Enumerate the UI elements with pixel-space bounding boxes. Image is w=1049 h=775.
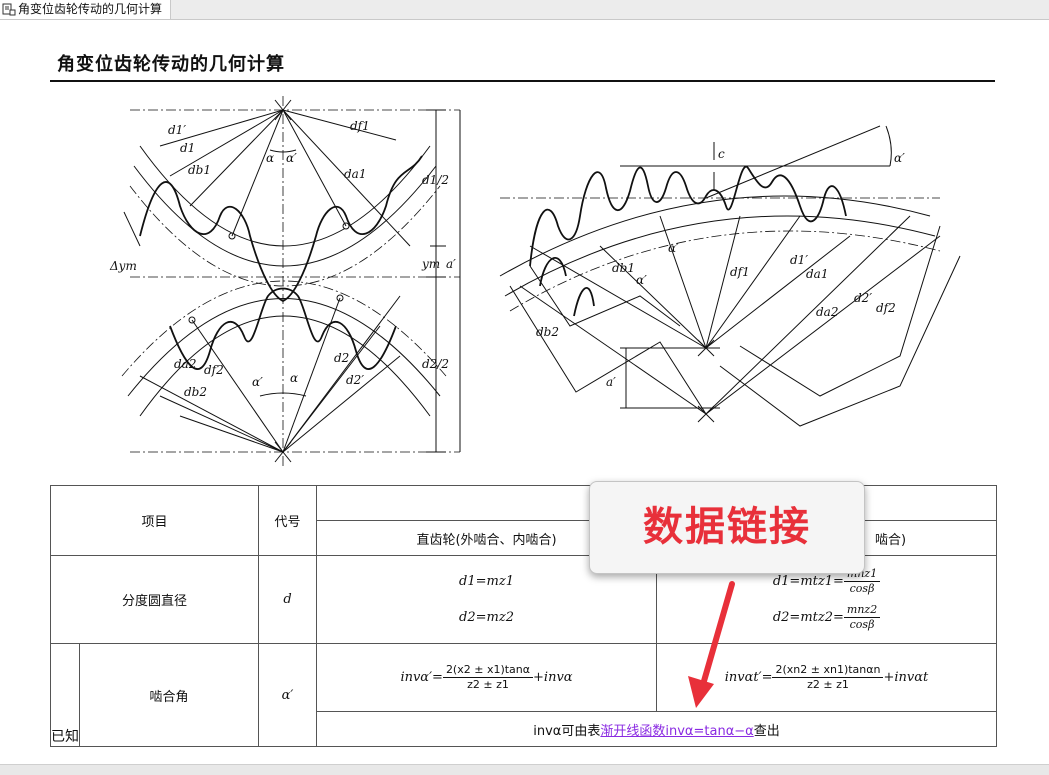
label-r-da2: da2 (816, 305, 838, 319)
denominator: z2 ± z1 (467, 677, 509, 691)
label-alpha-top: α (266, 151, 274, 165)
formula-helical-d2-lhs: d2=mtz2= (772, 609, 844, 625)
numerator: 2(x2 ± x1)tanα (442, 663, 534, 678)
label-db1: db1 (188, 163, 211, 177)
row-group-known: 已知 (50, 643, 80, 747)
label-r-db2: db2 (536, 325, 559, 339)
right-gear-pair-figure: c α′ α′ α′ db1 df1 d1′ da1 da2 d2′ df2 d… (499, 125, 961, 427)
note-prefix: invα可由表 (533, 723, 601, 739)
tab-bar: 角变位齿轮传动的几何计算 (0, 0, 1049, 20)
denominator: cosβ (849, 617, 875, 631)
document-icon (2, 3, 16, 16)
label-r-d2-prime: d2′ (854, 291, 872, 305)
label-alpha-prime-right-mid: α′ (668, 241, 679, 255)
row-mesh-note: invα可由表渐开线函数invα=tanα−α查出 (316, 711, 998, 747)
formula-d2: d2=mz2 (459, 609, 514, 625)
row-mesh-symbol: α′ (258, 643, 318, 747)
formula-d1: d1=mz1 (459, 573, 514, 589)
label-r-df1: df1 (730, 265, 750, 279)
note-suffix: 查出 (753, 723, 780, 739)
label-da2: da2 (174, 357, 196, 371)
data-link-callout: 数据链接 (589, 481, 865, 574)
formula-helical-d1-lhs: d1=mtz1= (772, 573, 844, 589)
label-r-df2: df2 (876, 301, 896, 315)
label-alpha-prime-right-low: α′ (636, 273, 647, 287)
formula-mesh-spur-rhs: +invα (533, 669, 573, 685)
label-alpha-prime-bottom: α′ (252, 375, 263, 389)
header-symbol: 代号 (258, 485, 318, 556)
label-delta-ym: Δym (109, 259, 137, 273)
label-ym: ym (421, 257, 440, 271)
formula-mesh-spur-lhs: invα′= (400, 669, 443, 685)
label-d1-prime: d1′ (168, 123, 186, 137)
label-d2: d2 (334, 351, 349, 365)
label-alpha-prime-top: α′ (286, 151, 297, 165)
label-db2: db2 (184, 385, 207, 399)
label-c: c (718, 147, 725, 161)
label-alpha-prime-right-top: α′ (894, 151, 905, 165)
numerator: 2(xn2 ± xn1)tanαn (772, 663, 884, 678)
involute-table-link[interactable]: 渐开线函数invα=tanα−α (600, 723, 754, 739)
gear-mesh-diagram: d1′ d1 db1 df1 da1 α α′ Δym ym a′ d1/2 d… (109, 96, 961, 466)
label-a-prime: a′ (446, 257, 456, 271)
left-gear-pair-figure: d1′ d1 db1 df1 da1 α α′ Δym ym a′ d1/2 d… (109, 96, 461, 466)
row-pitch-spur-formula: d1=mz1 d2=mz2 (316, 555, 658, 644)
label-da1: da1 (344, 167, 366, 181)
callout-arrow-icon (688, 581, 735, 708)
label-r-db1: db1 (612, 261, 635, 275)
label-alpha-bottom: α (290, 371, 298, 385)
row-pitch-item: 分度圆直径 (49, 555, 260, 644)
label-a-prime-right: a′ (606, 375, 616, 389)
numerator: mnz2 (843, 603, 881, 618)
bottom-scrollbar[interactable] (0, 764, 1049, 775)
label-d2-prime: d2′ (346, 373, 364, 387)
label-r-da1: da1 (806, 267, 828, 281)
page-title: 角变位齿轮传动的几何计算 (57, 54, 285, 75)
denominator: z2 ± z1 (807, 677, 849, 691)
title-divider (50, 80, 995, 82)
formula-mesh-helical-rhs: +invαt (883, 669, 929, 685)
formula-mesh-helical-lhs: invαt′= (724, 669, 773, 685)
label-d1: d1 (180, 141, 195, 155)
label-r-d1-prime: d1′ (790, 253, 808, 267)
label-d1-half: d1/2 (422, 173, 449, 187)
document-tab[interactable]: 角变位齿轮传动的几何计算 (0, 0, 171, 19)
label-df1: df1 (350, 119, 370, 133)
denominator: cosβ (849, 581, 875, 595)
tab-label: 角变位齿轮传动的几何计算 (18, 2, 163, 16)
label-df2: df2 (204, 363, 224, 377)
row-pitch-symbol: d (258, 555, 318, 644)
header-item: 项目 (49, 485, 260, 556)
label-d2-half: d2/2 (422, 357, 449, 371)
row-mesh-item: 啮合角 (78, 643, 260, 747)
